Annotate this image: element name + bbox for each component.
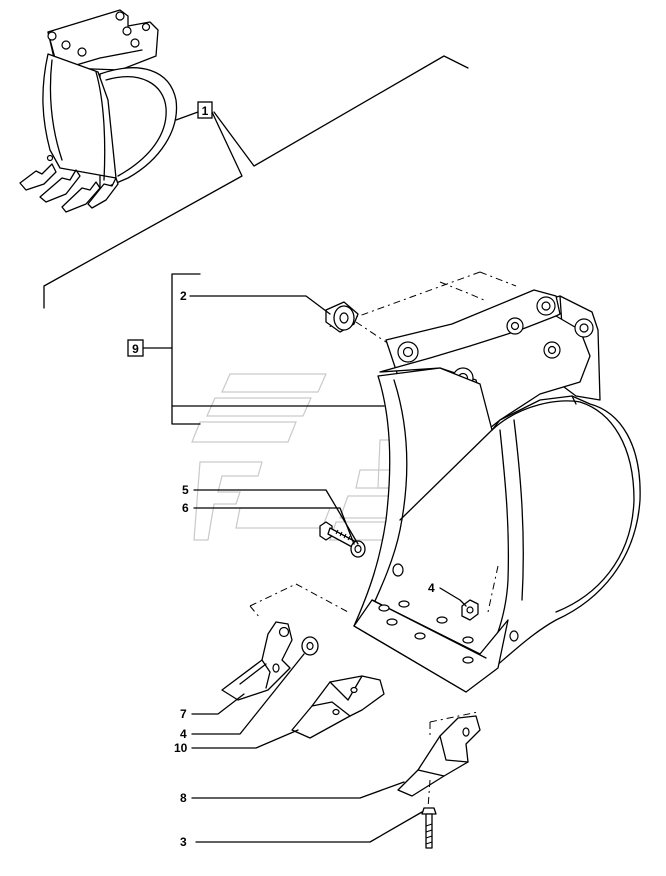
- tooth-part: [291, 675, 385, 739]
- main-bucket-illustration: [249, 271, 641, 693]
- callout-4-nut: 4: [428, 581, 435, 595]
- bushing-part: [325, 301, 359, 333]
- callout-2: 2: [180, 289, 187, 303]
- callout-6: 6: [182, 501, 189, 515]
- callout-4-holder: 4: [180, 727, 187, 741]
- side-cutter-part: [397, 711, 481, 849]
- callout-8: 8: [180, 791, 187, 805]
- callout-box-1: [197, 101, 213, 119]
- callout-1: 1: [202, 104, 209, 118]
- bucket-overview-illustration: [19, 9, 178, 213]
- leader-lines: [189, 295, 467, 843]
- callout-box-9: [127, 339, 144, 357]
- callout-3: 3: [180, 835, 187, 849]
- callout-7: 7: [180, 707, 187, 721]
- bolt-nut-part: [319, 521, 366, 558]
- callout-9: 9: [132, 342, 139, 356]
- side-tooth-holder-part: [221, 621, 319, 701]
- item-9-bracket: [142, 273, 385, 425]
- item-1-leader: [43, 55, 469, 309]
- callout-10: 10: [174, 741, 188, 755]
- callout-5: 5: [182, 483, 189, 497]
